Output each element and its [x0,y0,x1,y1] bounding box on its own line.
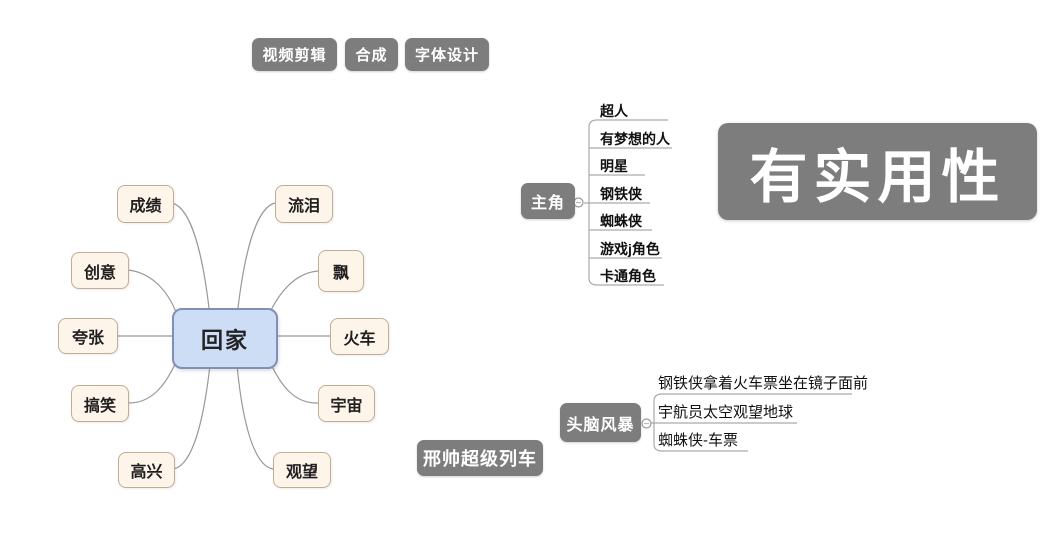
tree-item[interactable]: 蜘蛛侠-车票 [658,432,738,449]
tree-item[interactable]: 蜘蛛侠 [600,213,642,229]
tree-item[interactable]: 钢铁侠拿着火车票坐在镜子面前 [658,375,869,392]
mindmap-node[interactable]: 夸张 [58,318,118,354]
tag-font-design[interactable]: 字体设计 [405,38,489,71]
mindmap-node[interactable]: 创意 [71,252,129,289]
center-map-branches [116,202,330,470]
collapse-handles [573,197,652,429]
tree-item[interactable]: 有梦想的人 [600,131,670,147]
branch-gaoxing [172,364,211,470]
protagonist-tree-lines [584,119,672,286]
tag-video-editing[interactable]: 视频剪辑 [252,38,337,71]
tree-item[interactable]: 钢铁侠 [600,186,642,202]
mindmap-node[interactable]: 宇宙 [318,385,375,422]
center-topic-home[interactable]: 回家 [172,308,278,369]
mindmap-node[interactable]: 成绩 [117,185,174,223]
branch-guanwang [236,364,274,470]
branch-liulei [237,202,276,309]
mindmap-node[interactable]: 观望 [273,452,331,488]
tree-root-protagonist[interactable]: 主角 [521,183,575,219]
tag-super-train[interactable]: 邢帅超级列车 [417,440,543,476]
tree-root-brainstorm[interactable]: 头脑风暴 [560,403,641,442]
brainstorm-tree-lines [651,393,852,452]
mindmap-node[interactable]: 高兴 [118,452,175,488]
tree-item[interactable]: 明星 [600,158,628,174]
tree-item[interactable]: 卡通角色 [600,268,656,284]
tag-compositing[interactable]: 合成 [345,38,398,71]
branch-yuzhou [269,361,319,404]
tree-item[interactable]: 游戏j角色 [600,241,660,257]
mindmap-node[interactable]: 流泪 [275,185,333,223]
mindmap-node[interactable]: 搞笑 [71,385,129,422]
mindmap-node[interactable]: 火车 [330,318,389,355]
mindmap-node[interactable]: 飘 [318,250,364,292]
branch-piao [269,270,319,313]
tree-item[interactable]: 宇航员太空观望地球 [658,404,794,421]
branch-chengji [171,202,210,309]
branch-chuangyi [126,269,177,313]
tree-item[interactable]: 超人 [600,103,628,119]
branch-gaoxiao [126,361,177,404]
banner-practicality[interactable]: 有实用性 [718,123,1037,220]
